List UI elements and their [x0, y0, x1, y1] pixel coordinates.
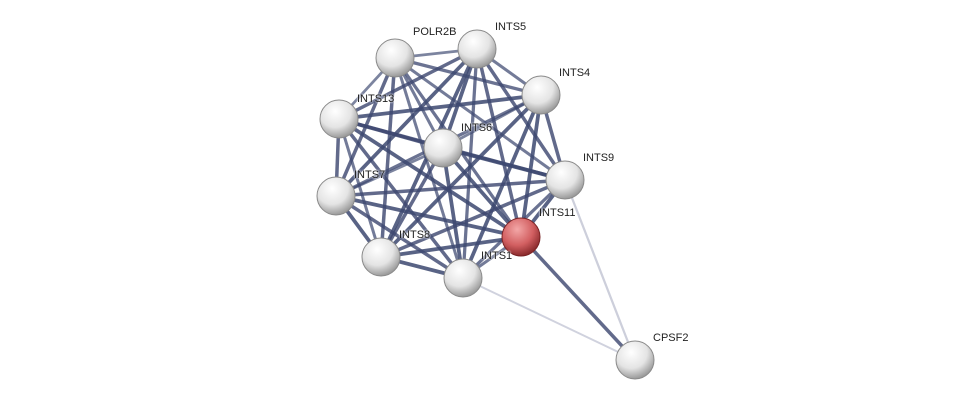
node-label-ints11: INTS11 — [539, 207, 576, 219]
edge-ints6-ints1[interactable] — [441, 147, 465, 279]
node-label-ints13: INTS13 — [357, 93, 395, 105]
edge-ints9-ints7[interactable] — [335, 178, 566, 198]
edge-ints11-ints8[interactable] — [380, 235, 522, 259]
node-ints6[interactable] — [423, 128, 463, 168]
node-label-ints6: INTS6 — [461, 122, 493, 134]
edge-ints13-ints1[interactable] — [337, 117, 465, 280]
node-ints5[interactable] — [457, 29, 497, 69]
edge-ints6-ints8[interactable] — [379, 147, 445, 258]
edge-ints13-ints11[interactable] — [337, 117, 523, 239]
edge-polr2b-ints1[interactable] — [393, 57, 465, 279]
edge-ints6-ints11[interactable] — [441, 146, 523, 239]
edge-ints4-ints13[interactable] — [338, 93, 542, 121]
edge-ints5-ints7[interactable] — [334, 47, 479, 198]
node-ints13[interactable] — [319, 99, 359, 139]
node-label-ints5: INTS5 — [495, 21, 527, 33]
edge-ints6-ints9[interactable] — [442, 146, 566, 182]
edge-ints13-ints8[interactable] — [337, 118, 383, 258]
edge-ints4-ints1[interactable] — [461, 94, 543, 279]
edge-ints5-ints11[interactable] — [475, 48, 523, 238]
node-label-ints4: INTS4 — [559, 67, 591, 79]
node-cpsf2[interactable] — [615, 340, 655, 380]
node-label-ints1: INTS1 — [481, 250, 513, 262]
node-label-ints7: INTS7 — [354, 169, 386, 181]
edge-cpsf2-ints11[interactable] — [519, 235, 637, 362]
edge-ints5-ints13[interactable] — [338, 47, 478, 121]
node-label-polr2b: POLR2B — [413, 26, 457, 38]
node-polr2b[interactable] — [375, 38, 415, 78]
edge-ints6-ints7[interactable] — [335, 146, 444, 198]
node-ints4[interactable] — [521, 75, 561, 115]
node-ints9[interactable] — [545, 160, 585, 200]
node-label-ints9: INTS9 — [583, 152, 615, 164]
edge-cpsf2-ints9[interactable] — [563, 179, 637, 361]
edge-ints4-ints11[interactable] — [519, 94, 543, 238]
edge-polr2b-ints9[interactable] — [394, 56, 566, 182]
node-ints11[interactable] — [501, 217, 541, 257]
edge-ints4-ints8[interactable] — [379, 93, 543, 259]
edge-ints5-ints1[interactable] — [461, 48, 479, 279]
node-ints8[interactable] — [361, 237, 401, 277]
edge-ints7-ints1[interactable] — [335, 194, 464, 280]
edge-cpsf2-ints1[interactable] — [462, 277, 636, 361]
node-label-ints8: INTS8 — [399, 229, 431, 241]
node-ints1[interactable] — [443, 258, 483, 298]
node-label-cpsf2: CPSF2 — [653, 332, 689, 344]
edge-ints7-ints11[interactable] — [335, 194, 522, 239]
node-ints7[interactable] — [316, 176, 356, 216]
